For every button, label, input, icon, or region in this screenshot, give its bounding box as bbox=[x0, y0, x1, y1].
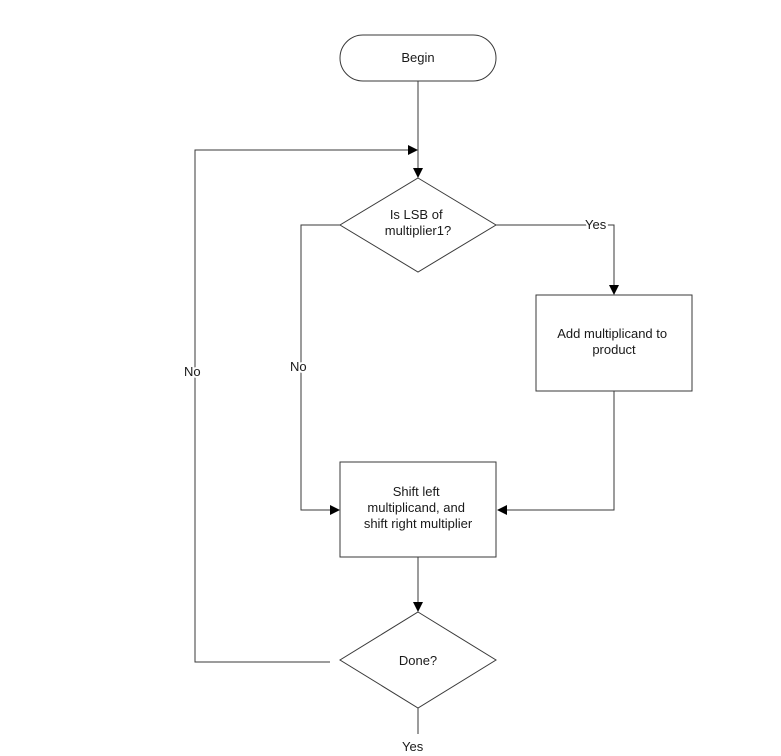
add-multiplicand-node bbox=[535, 294, 693, 392]
lsb-decision-node bbox=[339, 177, 497, 273]
done-decision-label: Done? bbox=[399, 653, 437, 668]
arrowhead-done bbox=[413, 602, 423, 612]
edge-lsb-no bbox=[300, 224, 340, 511]
begin-label: Begin bbox=[401, 50, 434, 65]
edge-label-done-yes: Yes bbox=[402, 739, 424, 754]
arrowhead-shift-left bbox=[330, 505, 340, 515]
lsb-decision-label: Is LSB of multiplier1? bbox=[385, 207, 451, 238]
arrowhead-decision bbox=[413, 168, 423, 178]
shift-node bbox=[339, 461, 497, 558]
arrowhead-add bbox=[609, 285, 619, 295]
edge-label-lsb-yes: Yes bbox=[585, 217, 607, 232]
shift-label: Shift left multiplicand, and shift right… bbox=[364, 484, 473, 531]
arrowhead-shift-right bbox=[497, 505, 507, 515]
edge-done-no bbox=[194, 149, 410, 663]
edge-label-done-no: No bbox=[184, 364, 201, 379]
edge-label-lsb-no: No bbox=[290, 359, 307, 374]
arrowhead-loop bbox=[408, 145, 418, 155]
add-multiplicand-label: Add multiplicand to product bbox=[557, 326, 670, 357]
edge-lsb-yes bbox=[496, 224, 615, 287]
edge-add-to-shift bbox=[505, 391, 615, 511]
